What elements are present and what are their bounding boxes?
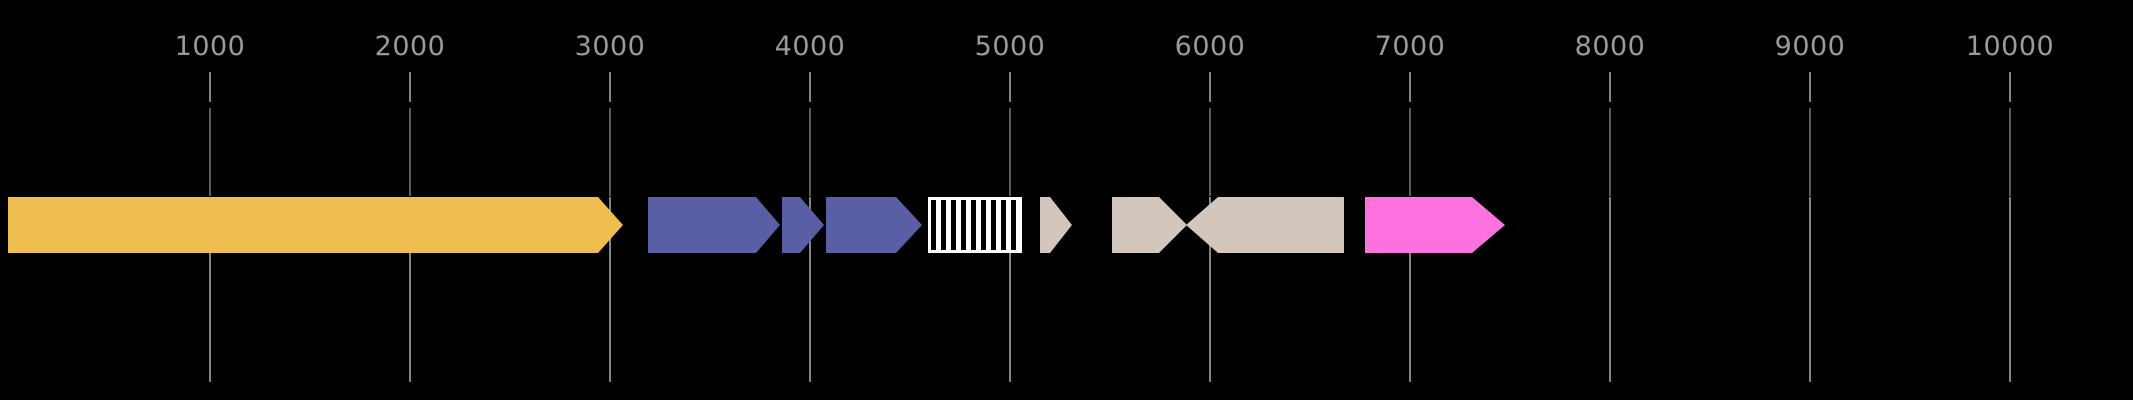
gene-box-hatched[interactable]: [928, 197, 1022, 253]
gene-arrow-yellow-1[interactable]: [8, 197, 623, 253]
gene-arrow-shape: [1112, 197, 1187, 253]
gene-arrow-beige-3-reverse[interactable]: [1186, 197, 1344, 253]
gene-arrow-shape: [1186, 197, 1344, 253]
gene-arrow-shape: [648, 197, 780, 253]
gene-arrow-shape: [8, 197, 623, 253]
gene-arrow-blue-3[interactable]: [826, 197, 922, 253]
gene-arrow-blue-1[interactable]: [648, 197, 780, 253]
gene-arrow-shape: [1040, 197, 1072, 253]
gene-arrow-shape: [1365, 197, 1505, 253]
gene-arrow-shape: [826, 197, 922, 253]
gene-arrow-blue-2[interactable]: [782, 197, 824, 253]
gene-arrow-shape: [782, 197, 824, 253]
gene-arrow-pink-1[interactable]: [1365, 197, 1505, 253]
gene-arrow-beige-2[interactable]: [1112, 197, 1187, 253]
gene-arrow-beige-1[interactable]: [1040, 197, 1072, 253]
